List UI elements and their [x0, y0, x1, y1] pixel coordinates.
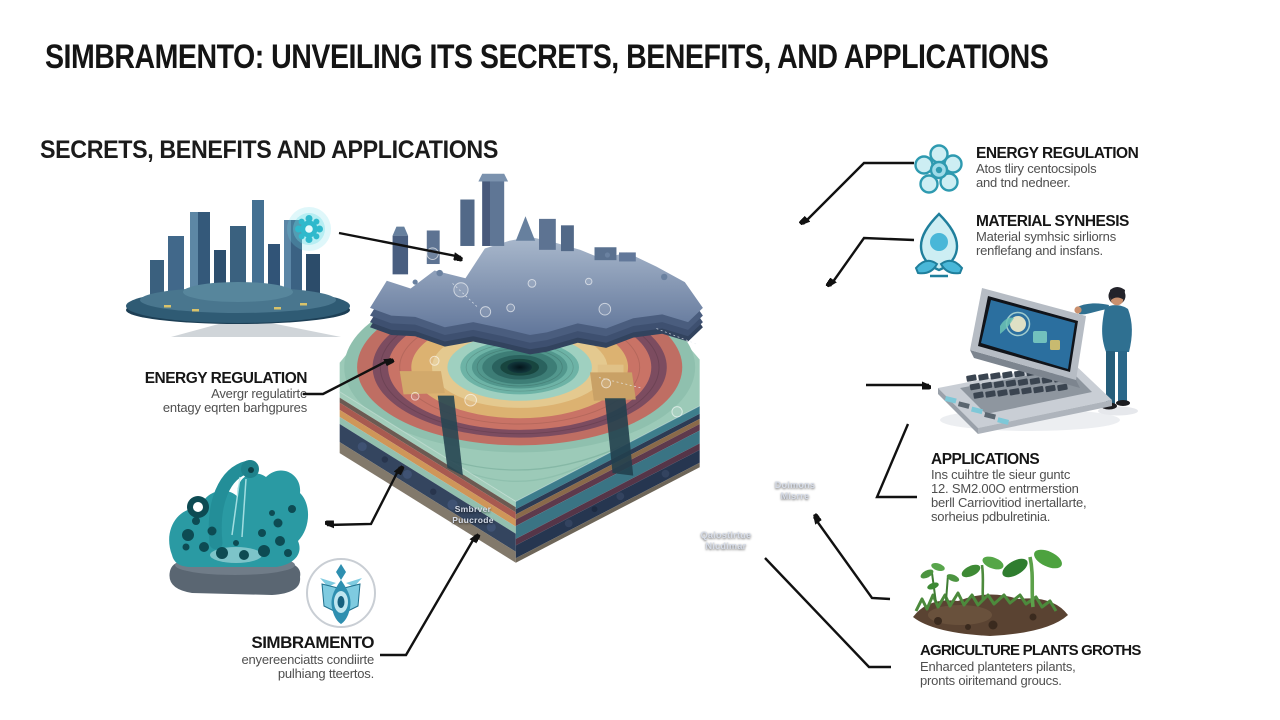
diagram-label-c: Qaiostirtue Nicdimar — [700, 530, 752, 552]
bubbles — [410, 247, 683, 418]
callout-energy-right: ENERGY REGULATION Atos tliry centocsipol… — [976, 145, 1139, 191]
laptop-person-illustration — [938, 287, 1138, 434]
right-face-strata — [515, 405, 700, 563]
connector-agriculture — [764, 557, 891, 669]
left-face-strata — [339, 391, 516, 563]
callout-heading: AGRICULTURE PLANTS GROTHS — [920, 642, 1141, 659]
arrow-material — [830, 236, 915, 286]
sprout-center — [961, 556, 1004, 602]
callout-simbramento: SIMBRAMENTO enyereenciatts condiirte pul… — [222, 633, 375, 681]
arrow-energy-left — [303, 357, 391, 396]
cell-molecule-icon — [914, 144, 963, 194]
sculpture-illustration — [169, 460, 309, 595]
cutaway-illustration — [339, 173, 703, 563]
droplet-seed-icon — [914, 212, 964, 278]
simbramento-badge-icon — [306, 558, 376, 628]
callout-heading: APPLICATIONS — [931, 451, 1040, 468]
callout-heading: SIMBRAMENTO — [251, 633, 374, 652]
laptop — [938, 288, 1112, 434]
callout-material: MATERIAL SYNHESIS Material symhsic sirli… — [976, 213, 1129, 259]
diagram-label-b: Doimons Misrre — [774, 480, 816, 502]
arrow-energy-right — [803, 161, 914, 224]
page-subtitle: SECRETS, BENEFITS AND APPLICATIONS — [40, 136, 498, 164]
title-rest: UNVEILING ITS SECRETS, BENEFITS, AND APP… — [263, 38, 1049, 76]
sprout-right — [1002, 549, 1062, 608]
gear-glow-icon — [287, 207, 331, 251]
plants-illustration — [913, 549, 1068, 636]
page-title: SIMBRAMENTO: UNVEILING ITS SECRETS, BENE… — [45, 38, 1049, 77]
title-lead: SIMBRAMENTO: — [45, 38, 264, 76]
connector-applications — [875, 423, 917, 499]
callout-energy-left: ENERGY REGULATION Avergr regulatirte ent… — [112, 370, 308, 415]
arrow-city-to-block — [338, 231, 461, 257]
callout-agriculture: AGRICULTURE PLANTS GROTHS Enharced plant… — [920, 642, 1141, 688]
arrow-plants — [814, 517, 891, 601]
callout-heading: ENERGY REGULATION — [144, 370, 308, 387]
person — [1074, 287, 1132, 410]
callout-heading: MATERIAL SYNHESIS — [976, 213, 1129, 230]
diagram-label-a: Smbrver Puucrode — [452, 504, 494, 525]
city-plateau — [370, 173, 703, 355]
callout-applications: APPLICATIONS Ins cuihtre tle sieur guntc… — [931, 451, 1087, 525]
callout-heading: ENERGY REGULATION — [976, 145, 1139, 162]
arrow-simbramento — [380, 535, 476, 657]
sprout-left — [920, 563, 960, 604]
futuristic-city-illustration — [126, 200, 350, 337]
arrow-sculpture — [327, 467, 400, 525]
crater-rings — [344, 282, 696, 453]
